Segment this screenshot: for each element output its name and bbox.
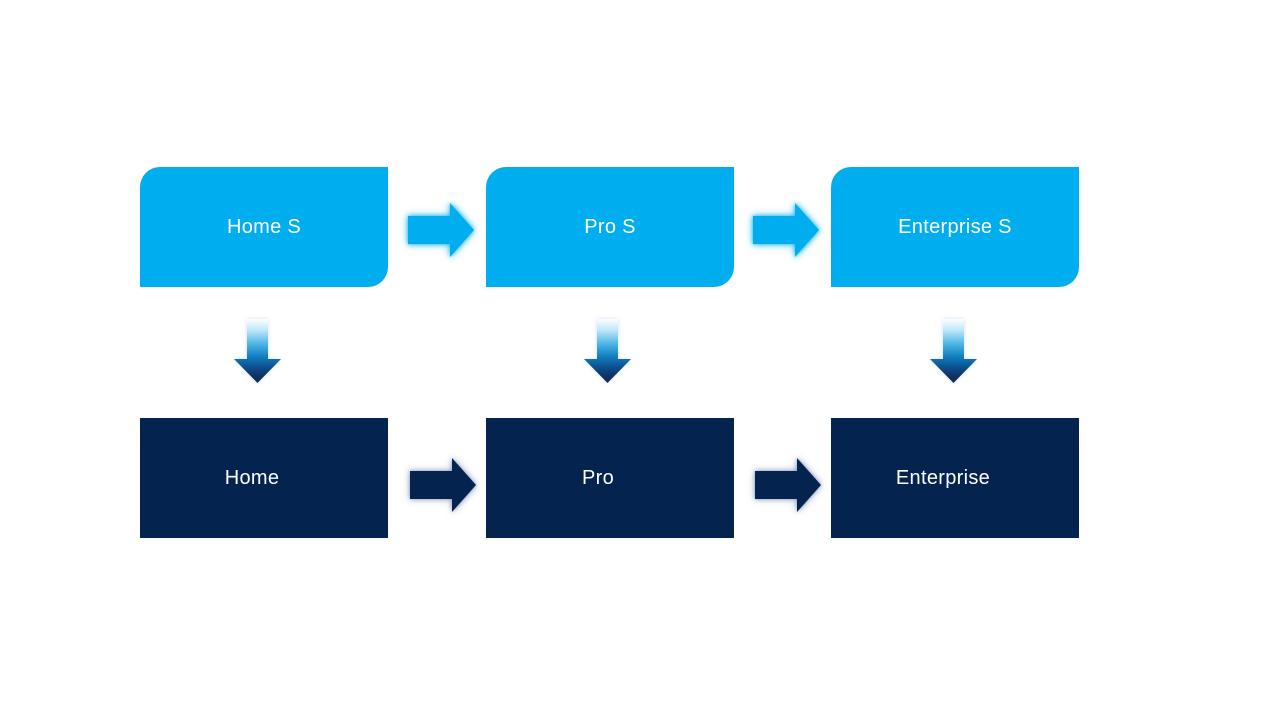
node-pro: Pro — [486, 418, 734, 538]
node-home-label: Home — [224, 466, 280, 489]
down-arrow-icon — [930, 319, 977, 383]
node-enterprise-s-label: Enterprise S — [898, 215, 1012, 238]
node-pro-s: Pro S — [486, 167, 734, 287]
node-enterprise: Enterprise — [831, 418, 1079, 538]
right-arrow-icon — [755, 458, 821, 512]
node-pro-s-label: Pro S — [584, 215, 636, 238]
right-arrow-icon — [410, 458, 476, 512]
node-pro-label: Pro — [581, 466, 615, 489]
node-home-s: Home S — [140, 167, 388, 287]
down-arrow-icon — [584, 319, 631, 383]
down-arrow-icon — [234, 319, 281, 383]
node-home-s-label: Home S — [226, 215, 302, 238]
node-enterprise-s: Enterprise S — [831, 167, 1079, 287]
node-enterprise-label: Enterprise — [895, 466, 991, 489]
right-arrow-icon — [753, 203, 819, 257]
node-home: Home — [140, 418, 388, 538]
right-arrow-icon — [408, 203, 474, 257]
